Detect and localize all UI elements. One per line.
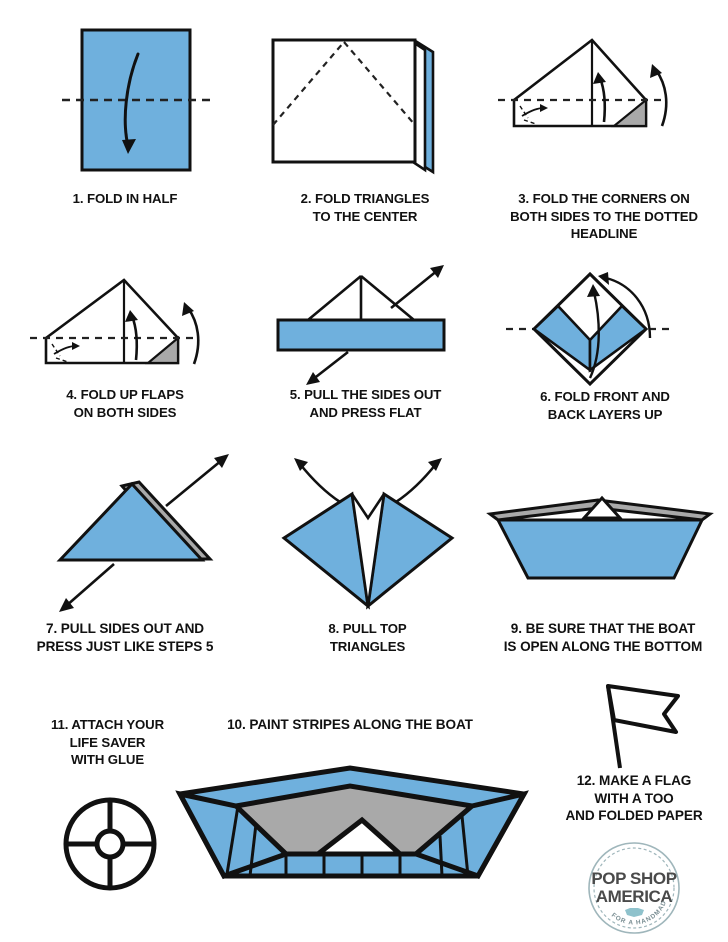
step-3-figure [494,28,714,148]
boat-sail-notch [580,495,624,520]
step-5-figure [256,262,476,392]
step-8-caption: 8. PULL TOP TRIANGLES [328,621,407,654]
pull-arrow-down-head [306,372,320,385]
dashed-right-crease [343,41,416,126]
blue-band [276,318,446,352]
step-10-caption: 10. PAINT STRIPES ALONG THE BOAT [227,717,473,732]
step-12-caption: 12. MAKE A FLAG WITH A TOO AND FOLDED PA… [565,773,703,823]
step-1-figure [60,22,220,187]
stripe-7 [438,835,444,877]
brand-logo: POP SHOP AMERICA FOR A HANDMADE LIFE [583,835,682,936]
fold-arrow [123,52,140,148]
step-6-caption: 6. FOLD FRONT AND BACK LAYERS UP [540,389,670,422]
fold-arrow-inner-head [593,72,606,84]
pull-left-arrow [298,463,341,504]
pull-arrow-up [390,268,439,310]
boat-center-notch [310,816,407,857]
step-5-caption: 5. PULL THE SIDES OUT AND PRESS FLAT [289,387,442,420]
dashed-left-crease [272,41,345,126]
step-9-figure [484,478,720,588]
pull-right-arrow-head [428,458,442,471]
pull-arrow-up-head [214,454,229,468]
logo-line-2: AMERICA [596,887,673,906]
small-corner-arrow-head [72,342,80,350]
step-2-caption: 2. FOLD TRIANGLES TO THE CENTER [300,191,430,224]
pull-arrow-up [165,458,223,508]
flap-arrow-inner-head [125,310,138,322]
fold-arrow-head [122,139,136,154]
pull-right-arrow [395,463,438,504]
hat-right-edge [360,274,415,322]
step-9-caption: 9. BE SURE THAT THE BOAT IS OPEN ALONG T… [503,621,703,654]
right-blue-band [588,304,649,373]
logo-circle-outer [588,842,680,934]
flap-arrow-outer [186,307,200,365]
usa-map-icon [625,908,644,917]
pull-arrow-down [311,350,349,382]
boat-inner-wall-right [411,790,529,880]
step-3-caption: 3. FOLD THE CORNERS ON BOTH SIDES TO THE… [510,191,698,241]
step-7-caption: 7. PULL SIDES OUT AND PRESS JUST LIKE ST… [36,621,214,654]
step-4-figure [28,268,243,388]
hat-left-edge [307,274,362,322]
step-7-figure [14,454,244,612]
logo-line-1: POP SHOP [591,869,676,888]
step-11-figure [58,792,162,896]
center-white-wedge [350,493,386,607]
fold-up-arrow-outer-head [598,272,609,285]
flag-banner [606,684,680,734]
tent-body [44,278,180,365]
step-10-figure [172,758,532,908]
small-corner-dashes [51,343,69,363]
step-2-figure [265,30,465,175]
fold-arrow-outer-head [650,64,662,78]
corner-shadow-triangle [610,97,648,128]
pull-arrow-up-head [430,265,444,278]
small-corner-arrow-head [540,104,548,112]
stripe-1 [225,805,240,875]
flap-arrow-outer-head [182,302,194,316]
step-11-caption: 11. ATTACH YOUR LIFE SAVER WITH GLUE [50,717,165,767]
fold-up-arrow-inner-head [587,284,600,297]
step-8-figure [270,454,470,614]
life-ring-inner-hub [94,828,126,860]
folded-paper-rect [271,38,417,164]
fold-up-arrow-outer [605,276,652,339]
pull-arrow-down-head [59,598,74,612]
step-6-figure [498,266,713,388]
corner-shadow-triangle [144,335,180,365]
logo-circle-inner [593,847,675,929]
step-1-caption: 1. FOLD IN HALF [72,191,178,206]
pull-arrow-down [65,563,115,607]
stripe-2 [248,823,258,877]
boat-hull-blue [495,518,705,580]
step-4-caption: 4. FOLD UP FLAPS ON BOTH SIDES [66,387,184,420]
stripe-8 [460,815,470,877]
tent-body [512,38,648,128]
fold-up-arrow-inner [588,291,600,379]
pull-left-arrow-head [294,458,308,471]
step-12-figure [586,676,696,771]
blue-triangle [56,481,206,562]
fold-arrow-outer [654,69,668,127]
small-corner-dashes [519,105,537,125]
